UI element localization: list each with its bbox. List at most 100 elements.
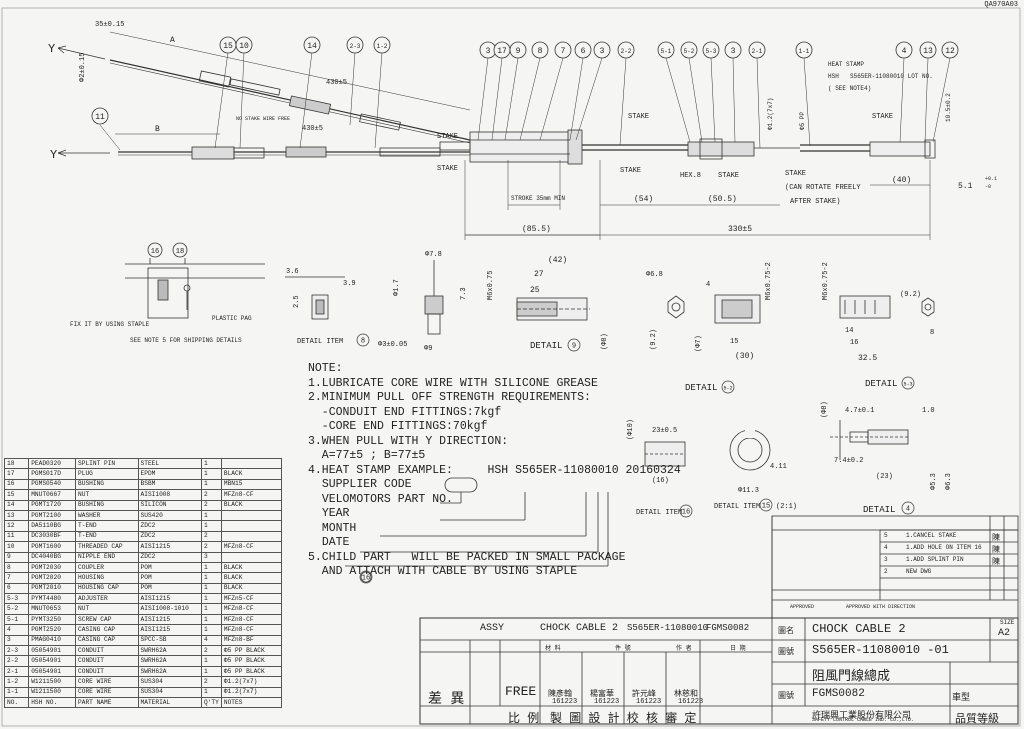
stake-label-7: STAKE bbox=[785, 170, 806, 178]
bom-cell: CORE WIRE bbox=[75, 686, 139, 699]
note-4-l4: MONTH bbox=[321, 521, 357, 535]
bom-cell: 1 bbox=[201, 478, 222, 491]
see-note4: ( SEE NOTE4) bbox=[828, 85, 871, 92]
detail-item-16-label: DETAIL ITEM bbox=[636, 509, 682, 517]
bom-cell: T-END bbox=[75, 530, 139, 543]
bom-cell: 2 bbox=[201, 645, 222, 657]
detail-no-5-3: 5-3 bbox=[901, 376, 915, 390]
revision-text: NEW DWG bbox=[906, 568, 932, 575]
tb-cn-name: 阻風門線總成 bbox=[812, 669, 891, 684]
dim-m6-3: M6x0.75-2 bbox=[822, 262, 830, 300]
dim-23b: (23) bbox=[876, 473, 893, 481]
balloon-2-3: 2-3 bbox=[346, 36, 364, 54]
dim-phi8b: (Φ8) bbox=[821, 401, 829, 418]
bom-cell: 1 bbox=[201, 593, 222, 605]
upper-cable bbox=[109, 59, 471, 144]
bom-cell: 13 bbox=[3, 509, 30, 522]
detail-5-3-drawing bbox=[839, 295, 935, 319]
bom-cell: 12 bbox=[3, 520, 30, 532]
svg-text:3: 3 bbox=[600, 47, 605, 56]
detail-15-scale: (2:1) bbox=[776, 503, 797, 511]
dim-5-1-tol: +0.1 bbox=[985, 176, 997, 182]
bom-cell: 10 bbox=[3, 541, 30, 553]
detail-item-15-label: DETAIL ITEM bbox=[714, 503, 760, 511]
bom-cell bbox=[220, 551, 283, 563]
bom-cell: MATERIAL bbox=[137, 696, 203, 709]
bom-cell: PGMT2100 bbox=[28, 509, 77, 522]
can-rotate-label: (CAN ROTATE FREELY bbox=[785, 184, 861, 192]
svg-text:18: 18 bbox=[176, 248, 184, 256]
bom-cell: SWRH62A bbox=[137, 665, 203, 678]
staple-detail bbox=[125, 258, 265, 319]
dim-7-4: 7.4±0.2 bbox=[834, 457, 863, 465]
bom-cell: 2 bbox=[201, 499, 222, 511]
tb-part-label: 件 號 bbox=[615, 645, 631, 652]
dim-27: 27 bbox=[534, 270, 544, 279]
revision-mark: 5 bbox=[884, 532, 888, 539]
balloon-9: 9 bbox=[509, 41, 527, 59]
detail-4-drawing bbox=[830, 420, 910, 460]
svg-text:5-3: 5-3 bbox=[706, 48, 717, 55]
bom-cell: PLUG bbox=[75, 468, 139, 480]
bom-cell: SPCC-SB bbox=[137, 634, 203, 647]
bom-cell: AISI1215 bbox=[137, 624, 203, 636]
bom-cell: MNUT0653 bbox=[28, 603, 77, 615]
bom-cell: 1 bbox=[201, 655, 222, 667]
svg-text:2-3: 2-3 bbox=[350, 43, 361, 50]
svg-text:12: 12 bbox=[945, 47, 955, 56]
dim-14: 14 bbox=[845, 327, 853, 335]
tb-fgms: FGMS0082 bbox=[706, 623, 750, 633]
bom-cell: AISI1008 bbox=[137, 489, 203, 501]
svg-text:1-1: 1-1 bbox=[799, 48, 810, 55]
revision-text: 1.ADD SPLINT PIN bbox=[906, 556, 964, 563]
bom-cell: 4 bbox=[3, 624, 30, 636]
balloon-12: 12 bbox=[941, 41, 959, 59]
staple-fix-label: FIX IT BY USING STAPLE bbox=[70, 321, 150, 328]
bom-cell: NIPPLE END bbox=[75, 551, 139, 563]
revision-by: 陳 bbox=[992, 546, 1000, 555]
balloon-1-2: 1-2 bbox=[373, 36, 391, 54]
notes-title: NOTE: bbox=[308, 362, 343, 375]
dim-2-5: 2.5 bbox=[293, 295, 301, 308]
lower-cable bbox=[118, 146, 470, 160]
dim-phi6-8: Φ6.8 bbox=[646, 271, 663, 279]
note-3a: A=77±5 ; B=77±5 bbox=[308, 449, 426, 462]
heat-stamp-hsh: HSH bbox=[828, 73, 839, 80]
bom-cell: 16 bbox=[3, 478, 30, 491]
bom-cell: 7 bbox=[3, 572, 30, 584]
tb-model-label: 車型 bbox=[952, 693, 971, 703]
heat-stamp-leaders bbox=[345, 477, 609, 583]
balloon-3c: 3 bbox=[724, 41, 742, 59]
bom-cell: MFZn8-CF bbox=[220, 613, 283, 626]
heat-stamp-text: S565ER-11080010 LOT NO. bbox=[850, 73, 933, 80]
stake-label-3: STAKE bbox=[628, 113, 649, 121]
bom-cell: NUT bbox=[75, 603, 139, 615]
dim-5-1: 5.1 bbox=[958, 182, 973, 191]
note-5: 5.CHILD PART bbox=[308, 550, 391, 564]
bom-cell: Φ5 PP BLACK bbox=[220, 655, 283, 667]
bom-cell: 2 bbox=[201, 489, 222, 501]
tb-no-value: S565ER-11080010 bbox=[812, 643, 921, 657]
right-cable bbox=[582, 138, 936, 160]
bom-cell: Φ5 PP BLACK bbox=[220, 665, 283, 678]
bom-cell: MFZn8-CF bbox=[220, 541, 283, 553]
balloon-staple-16: 16 bbox=[147, 242, 163, 258]
dim-54: (54) bbox=[634, 195, 653, 204]
plastic-pag-label: PLASTIC PAG bbox=[212, 315, 252, 322]
bom-cell: BUSHING bbox=[75, 499, 139, 511]
bom-cell: PGMS0540 bbox=[28, 478, 77, 491]
notes-block: NOTE: 1.LUBRICATE CORE WIRE WITH SILICON… bbox=[308, 362, 681, 580]
stake-label-2: STAKE bbox=[437, 133, 458, 141]
bom-cell: PGMS017D bbox=[28, 468, 77, 480]
balloon-2-1: 2-1 bbox=[748, 41, 766, 59]
